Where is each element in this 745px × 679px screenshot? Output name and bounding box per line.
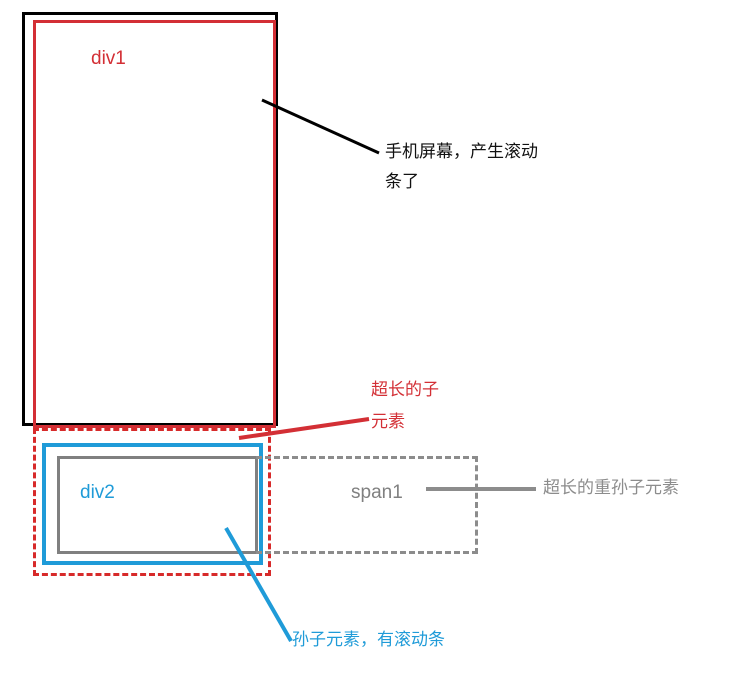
phone-screen-annotation: 手机屏幕，产生滚动 条了 [385, 142, 538, 191]
phone-screen-box [22, 12, 278, 426]
span1-overflow-box [256, 456, 478, 554]
div1-box [33, 20, 276, 428]
phone-screen-leader-line [261, 98, 380, 155]
div1-label: div1 [91, 48, 126, 69]
grandchild-inner-box [57, 456, 258, 554]
span1-label: span1 [351, 482, 403, 503]
great-grandchild-annotation: 超长的重孙子元素 [543, 478, 679, 497]
div2-label: div2 [80, 482, 115, 503]
overflow-child-annotation: 超长的子 元素 [371, 380, 439, 431]
overflow-child-box [33, 428, 271, 576]
grandchild-annotation: 孙子元素，有滚动条 [292, 630, 445, 649]
div2-box [42, 443, 263, 565]
